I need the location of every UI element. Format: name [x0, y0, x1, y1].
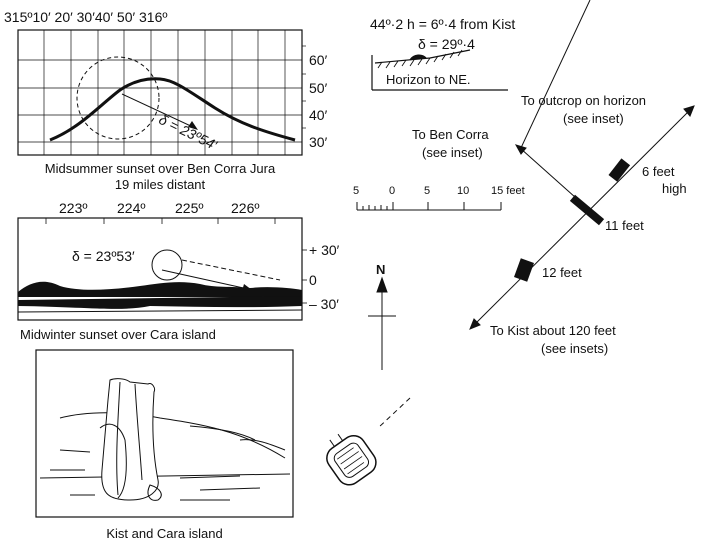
summer-alt-40: 40′ — [309, 107, 328, 123]
summer-grid — [18, 30, 302, 155]
stone-11-label: 11 feet — [605, 218, 644, 233]
stone-6-label: 6 feet — [642, 164, 675, 179]
winter-az-226: 226º — [231, 200, 260, 216]
winter-sun-path-dashed — [181, 259, 281, 281]
stone-6-feet — [608, 158, 631, 182]
kist-sketch-drawing — [39, 378, 291, 501]
winter-horizon-line — [17, 309, 303, 313]
cara-island-silhouette — [18, 281, 302, 297]
summer-alt-50: 50′ — [309, 80, 328, 96]
north-label: N — [376, 262, 386, 277]
alignment-lines — [377, 0, 695, 429]
summer-sun-path-arrow — [121, 93, 196, 129]
ben-corra-arrow-head — [514, 144, 527, 155]
kist-caption: Kist and Cara island — [106, 526, 223, 541]
summer-right-ticks — [302, 45, 306, 129]
summer-alt-30: 30′ — [309, 134, 328, 150]
kist-arrow-head — [469, 318, 481, 330]
stone-11-feet — [569, 194, 605, 226]
winter-alt-zero: 0 — [309, 272, 317, 288]
kist-sketch-frame — [35, 349, 294, 518]
winter-sun-path-arrow — [161, 269, 249, 290]
ben-corra-see-inset: (see inset) — [422, 145, 483, 160]
winter-az-224: 224º — [117, 200, 146, 216]
kist-plan — [326, 433, 377, 486]
winter-graph-frame — [17, 217, 303, 321]
ben-corra-label: To Ben Corra — [412, 127, 489, 142]
cara-shoreline-band — [18, 296, 302, 309]
winter-caption: Midwinter sunset over Cara island — [20, 327, 216, 342]
scale-bar — [356, 202, 502, 211]
summer-sun-disc — [76, 56, 160, 140]
scale-label-15: 15 feet — [491, 185, 525, 197]
winter-az-225: 225º — [175, 200, 204, 216]
outcrop-see-inset: (see inset) — [563, 111, 624, 126]
winter-alt-plus30: + 30′ — [309, 242, 340, 258]
summer-graph-frame — [17, 29, 303, 156]
summer-arrow-head — [188, 121, 198, 130]
summer-caption-distance: 19 miles distant — [114, 177, 206, 192]
ne-inset-line1: 44º·2 h = 6º·4 from Kist — [370, 16, 516, 32]
north-arrow — [368, 276, 396, 370]
winter-declination: δ = 23º53′ — [72, 248, 135, 264]
outcrop-label: To outcrop on horizon — [521, 93, 647, 108]
to-kist-see-insets: (see insets) — [541, 341, 609, 356]
scale-label-5b: 5 — [424, 185, 431, 197]
summer-alt-60: 60′ — [309, 52, 328, 68]
winter-alt-minus30: – 30′ — [309, 296, 339, 312]
ne-horizon-inset — [371, 49, 508, 91]
stone-6-label-high: high — [662, 181, 687, 196]
ne-inset-line2: δ = 29º·4 — [418, 36, 475, 52]
stone-12-label: 12 feet — [542, 265, 582, 280]
ben-corra-profile — [49, 77, 296, 142]
scale-label-5a: 5 — [353, 185, 360, 197]
to-kist-label: To Kist about 120 feet — [490, 323, 616, 338]
outcrop-arrow-head — [683, 105, 695, 117]
winter-az-223: 223º — [59, 200, 88, 216]
winter-grid-ticks — [45, 218, 307, 304]
ne-horizon-label: Horizon to NE. — [386, 72, 471, 87]
scale-label-10: 10 — [457, 185, 470, 197]
scale-label-0: 0 — [389, 185, 396, 197]
summer-caption: Midsummer sunset over Ben Corra Jura — [44, 161, 276, 176]
summer-azimuth-scale: 315º10′ 20′ 30′40′ 50′ 316º — [4, 9, 168, 25]
stone-12-feet — [514, 258, 534, 282]
winter-sun-disc — [151, 249, 183, 281]
